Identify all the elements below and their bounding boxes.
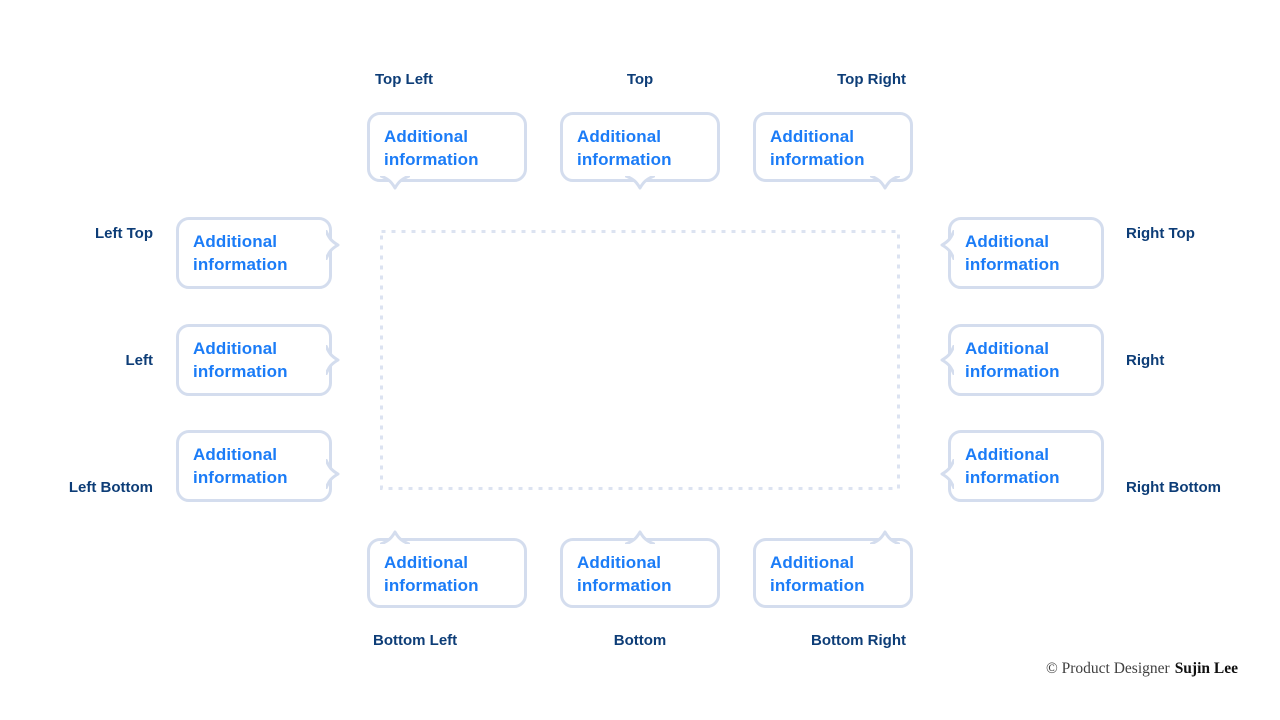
tooltip-bubble-left-top: Additional information bbox=[176, 217, 340, 289]
position-label-bottom-right: Bottom Right bbox=[811, 632, 906, 649]
tooltip-tail-right-icon bbox=[326, 459, 340, 489]
position-label-top-right: Top Right bbox=[837, 71, 906, 88]
position-label-right-top: Right Top bbox=[1126, 225, 1195, 242]
tooltip-tail-right-icon bbox=[326, 230, 340, 260]
tooltip-text: Additional information bbox=[965, 445, 1060, 487]
tooltip-text: Additional information bbox=[577, 553, 672, 595]
tooltip-text: Additional information bbox=[965, 232, 1060, 274]
position-label-left: Left bbox=[125, 352, 154, 369]
tooltip-text: Additional information bbox=[193, 339, 288, 381]
tooltip-bubble-bottom-right: Additional information bbox=[753, 530, 913, 608]
credit-name: Sujin Lee bbox=[1174, 660, 1238, 677]
tooltip-bubble-right-top: Additional information bbox=[940, 217, 1104, 289]
tooltip-bubble-right-bottom: Additional information bbox=[940, 430, 1104, 502]
tooltip-bubble-bottom-left: Additional information bbox=[367, 530, 527, 608]
tooltip-bubble-top-left: Additional information bbox=[367, 112, 527, 190]
tooltip-tail-up-icon bbox=[870, 530, 900, 544]
tooltip-text: Additional information bbox=[770, 553, 865, 595]
position-label-left-top: Left Top bbox=[94, 225, 153, 242]
position-label-top: Top bbox=[626, 71, 654, 88]
tooltip-bubble-left: Additional information bbox=[176, 324, 340, 396]
tooltip-tail-down-icon bbox=[870, 176, 900, 190]
tooltip-tail-right-icon bbox=[326, 345, 340, 375]
position-label-right-bottom: Right Bottom bbox=[1126, 479, 1221, 496]
tooltip-tail-left-icon bbox=[940, 459, 954, 489]
tooltip-target-area bbox=[380, 230, 900, 490]
tooltip-bubble-top: Additional information bbox=[560, 112, 720, 190]
tooltip-text: Additional information bbox=[965, 339, 1060, 381]
position-label-left-bottom: Left Bottom bbox=[68, 479, 153, 496]
tooltip-text: Additional information bbox=[577, 127, 672, 169]
tooltip-tail-left-icon bbox=[940, 345, 954, 375]
position-label-bottom: Bottom bbox=[613, 632, 667, 649]
tooltip-tail-left-icon bbox=[940, 230, 954, 260]
tooltip-tail-down-icon bbox=[380, 176, 410, 190]
tooltip-text: Additional information bbox=[193, 232, 288, 274]
position-label-right: Right bbox=[1126, 352, 1165, 369]
dashed-rectangle bbox=[380, 230, 900, 490]
position-label-bottom-left: Bottom Left bbox=[373, 632, 458, 649]
tooltip-tail-up-icon bbox=[380, 530, 410, 544]
tooltip-bubble-top-right: Additional information bbox=[753, 112, 913, 190]
tooltip-bubble-left-bottom: Additional information bbox=[176, 430, 340, 502]
credit-prefix: © Product Designer bbox=[1045, 660, 1170, 677]
tooltip-text: Additional information bbox=[193, 445, 288, 487]
tooltip-text: Additional information bbox=[770, 127, 865, 169]
tooltip-tail-down-icon bbox=[625, 176, 655, 190]
tooltip-text: Additional information bbox=[384, 127, 479, 169]
tooltip-tail-up-icon bbox=[625, 530, 655, 544]
tooltip-bubble-bottom: Additional information bbox=[560, 530, 720, 608]
position-label-top-left: Top Left bbox=[375, 71, 434, 88]
tooltip-text: Additional information bbox=[384, 553, 479, 595]
tooltip-bubble-right: Additional information bbox=[940, 324, 1104, 396]
